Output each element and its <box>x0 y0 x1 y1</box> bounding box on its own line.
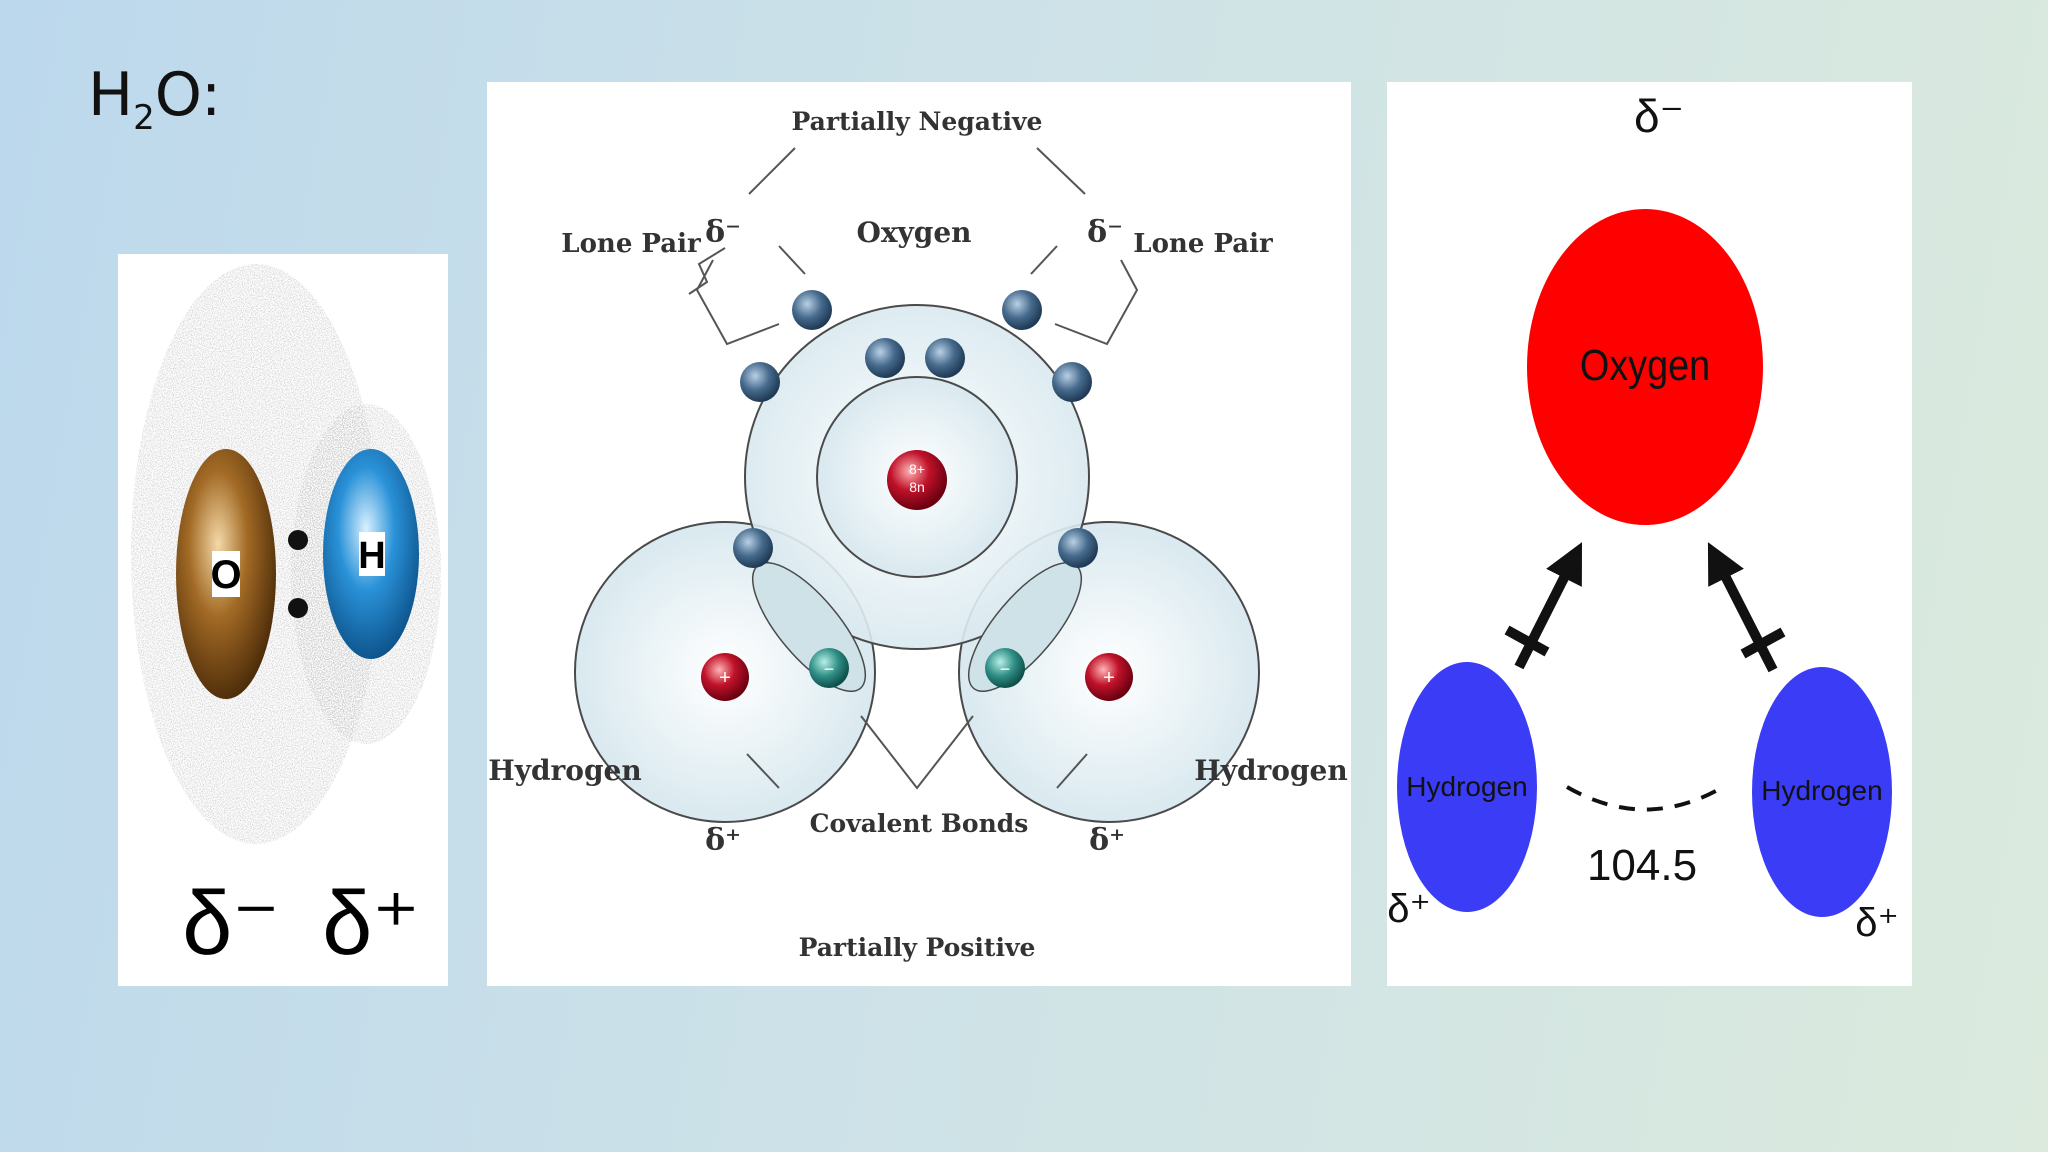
bond-angle-diagram: Oxygen Hydrogen Hydrogen 104.5 δ⁻ δ⁺ δ⁺ <box>1387 90 1898 945</box>
callout-lines <box>688 147 1139 790</box>
polar-bond-arrow-right <box>1707 542 1786 673</box>
electron <box>865 338 905 378</box>
oxygen-atom <box>1527 209 1763 525</box>
delta-plus-right-label: δ⁺ <box>1855 901 1898 945</box>
lone-pair-left-label: Lone Pair <box>561 229 701 259</box>
lone-pair-right-label: Lone Pair <box>1133 229 1273 259</box>
electron <box>792 290 832 330</box>
bond-angle-arc <box>1566 785 1724 812</box>
oxygen-nucleus-protons: 8+ <box>909 461 925 477</box>
slide-title: H2O: <box>88 60 222 138</box>
hydrogen-nucleus-sign: + <box>1103 667 1115 689</box>
oh-polarity-panel: O H δ⁻ δ⁺ <box>118 254 448 986</box>
oxygen-nucleus-neutrons: 8n <box>909 479 925 495</box>
bond-electrons: − − <box>809 648 1025 688</box>
hydrogen-nucleus-left <box>701 653 749 701</box>
electron-sign: − <box>824 659 835 679</box>
covalent-bonds-label: Covalent Bonds <box>810 809 1029 838</box>
bond-electron <box>809 648 849 688</box>
partially-negative-label: Partially Negative <box>792 107 1043 136</box>
hydrogen-atom-left <box>1397 662 1537 912</box>
bohr-model-diagram: 8+ 8n + + − − <box>488 107 1347 962</box>
bond-angle-value: 104.5 <box>1587 841 1697 890</box>
oxygen-label: Oxygen <box>856 216 971 249</box>
electron <box>1058 528 1098 568</box>
hydrogen-left-label: Hydrogen <box>1406 771 1527 802</box>
oxygen-letter: O <box>210 553 241 597</box>
polar-bond-arrow-left <box>1504 542 1583 670</box>
hydrogen-left-label: Hydrogen <box>488 754 641 787</box>
electron <box>1002 290 1042 330</box>
hydrogen-letter: H <box>358 535 385 577</box>
hydrogen-nucleus-sign: + <box>719 667 731 689</box>
oxygen-label: Oxygen <box>1580 340 1710 389</box>
delta-minus-label: δ⁻ <box>1634 90 1684 142</box>
electron-sign: − <box>1000 659 1011 679</box>
hydrogen-right-label: Hydrogen <box>1761 775 1882 806</box>
electron <box>740 362 780 402</box>
partially-positive-label: Partially Positive <box>799 933 1036 962</box>
hydrogen-nucleus-right <box>1085 653 1133 701</box>
delta-minus-label: δ⁻ <box>182 874 280 974</box>
delta-minus-left: δ⁻ <box>705 215 741 250</box>
delta-plus-left: δ⁺ <box>705 823 741 858</box>
oh-polarity-diagram: O H δ⁻ δ⁺ <box>131 264 441 974</box>
electron <box>733 528 773 568</box>
bond-electron <box>985 648 1025 688</box>
oxygen-electrons <box>733 290 1098 568</box>
delta-plus-label: δ⁺ <box>322 874 420 974</box>
bohr-model-panel: 8+ 8n + + − − <box>487 82 1351 986</box>
electron-dot <box>288 530 308 550</box>
oxygen-nucleus <box>887 450 947 510</box>
delta-plus-left-label: δ⁺ <box>1387 887 1430 931</box>
hydrogen-atom-right <box>1752 667 1892 917</box>
delta-plus-right: δ⁺ <box>1089 823 1125 858</box>
delta-minus-right: δ⁻ <box>1087 215 1123 250</box>
bond-angle-panel: Oxygen Hydrogen Hydrogen 104.5 δ⁻ δ⁺ δ⁺ <box>1387 82 1912 986</box>
electron-dot <box>288 598 308 618</box>
electron <box>925 338 965 378</box>
electron <box>1052 362 1092 402</box>
hydrogen-right-label: Hydrogen <box>1194 754 1347 787</box>
